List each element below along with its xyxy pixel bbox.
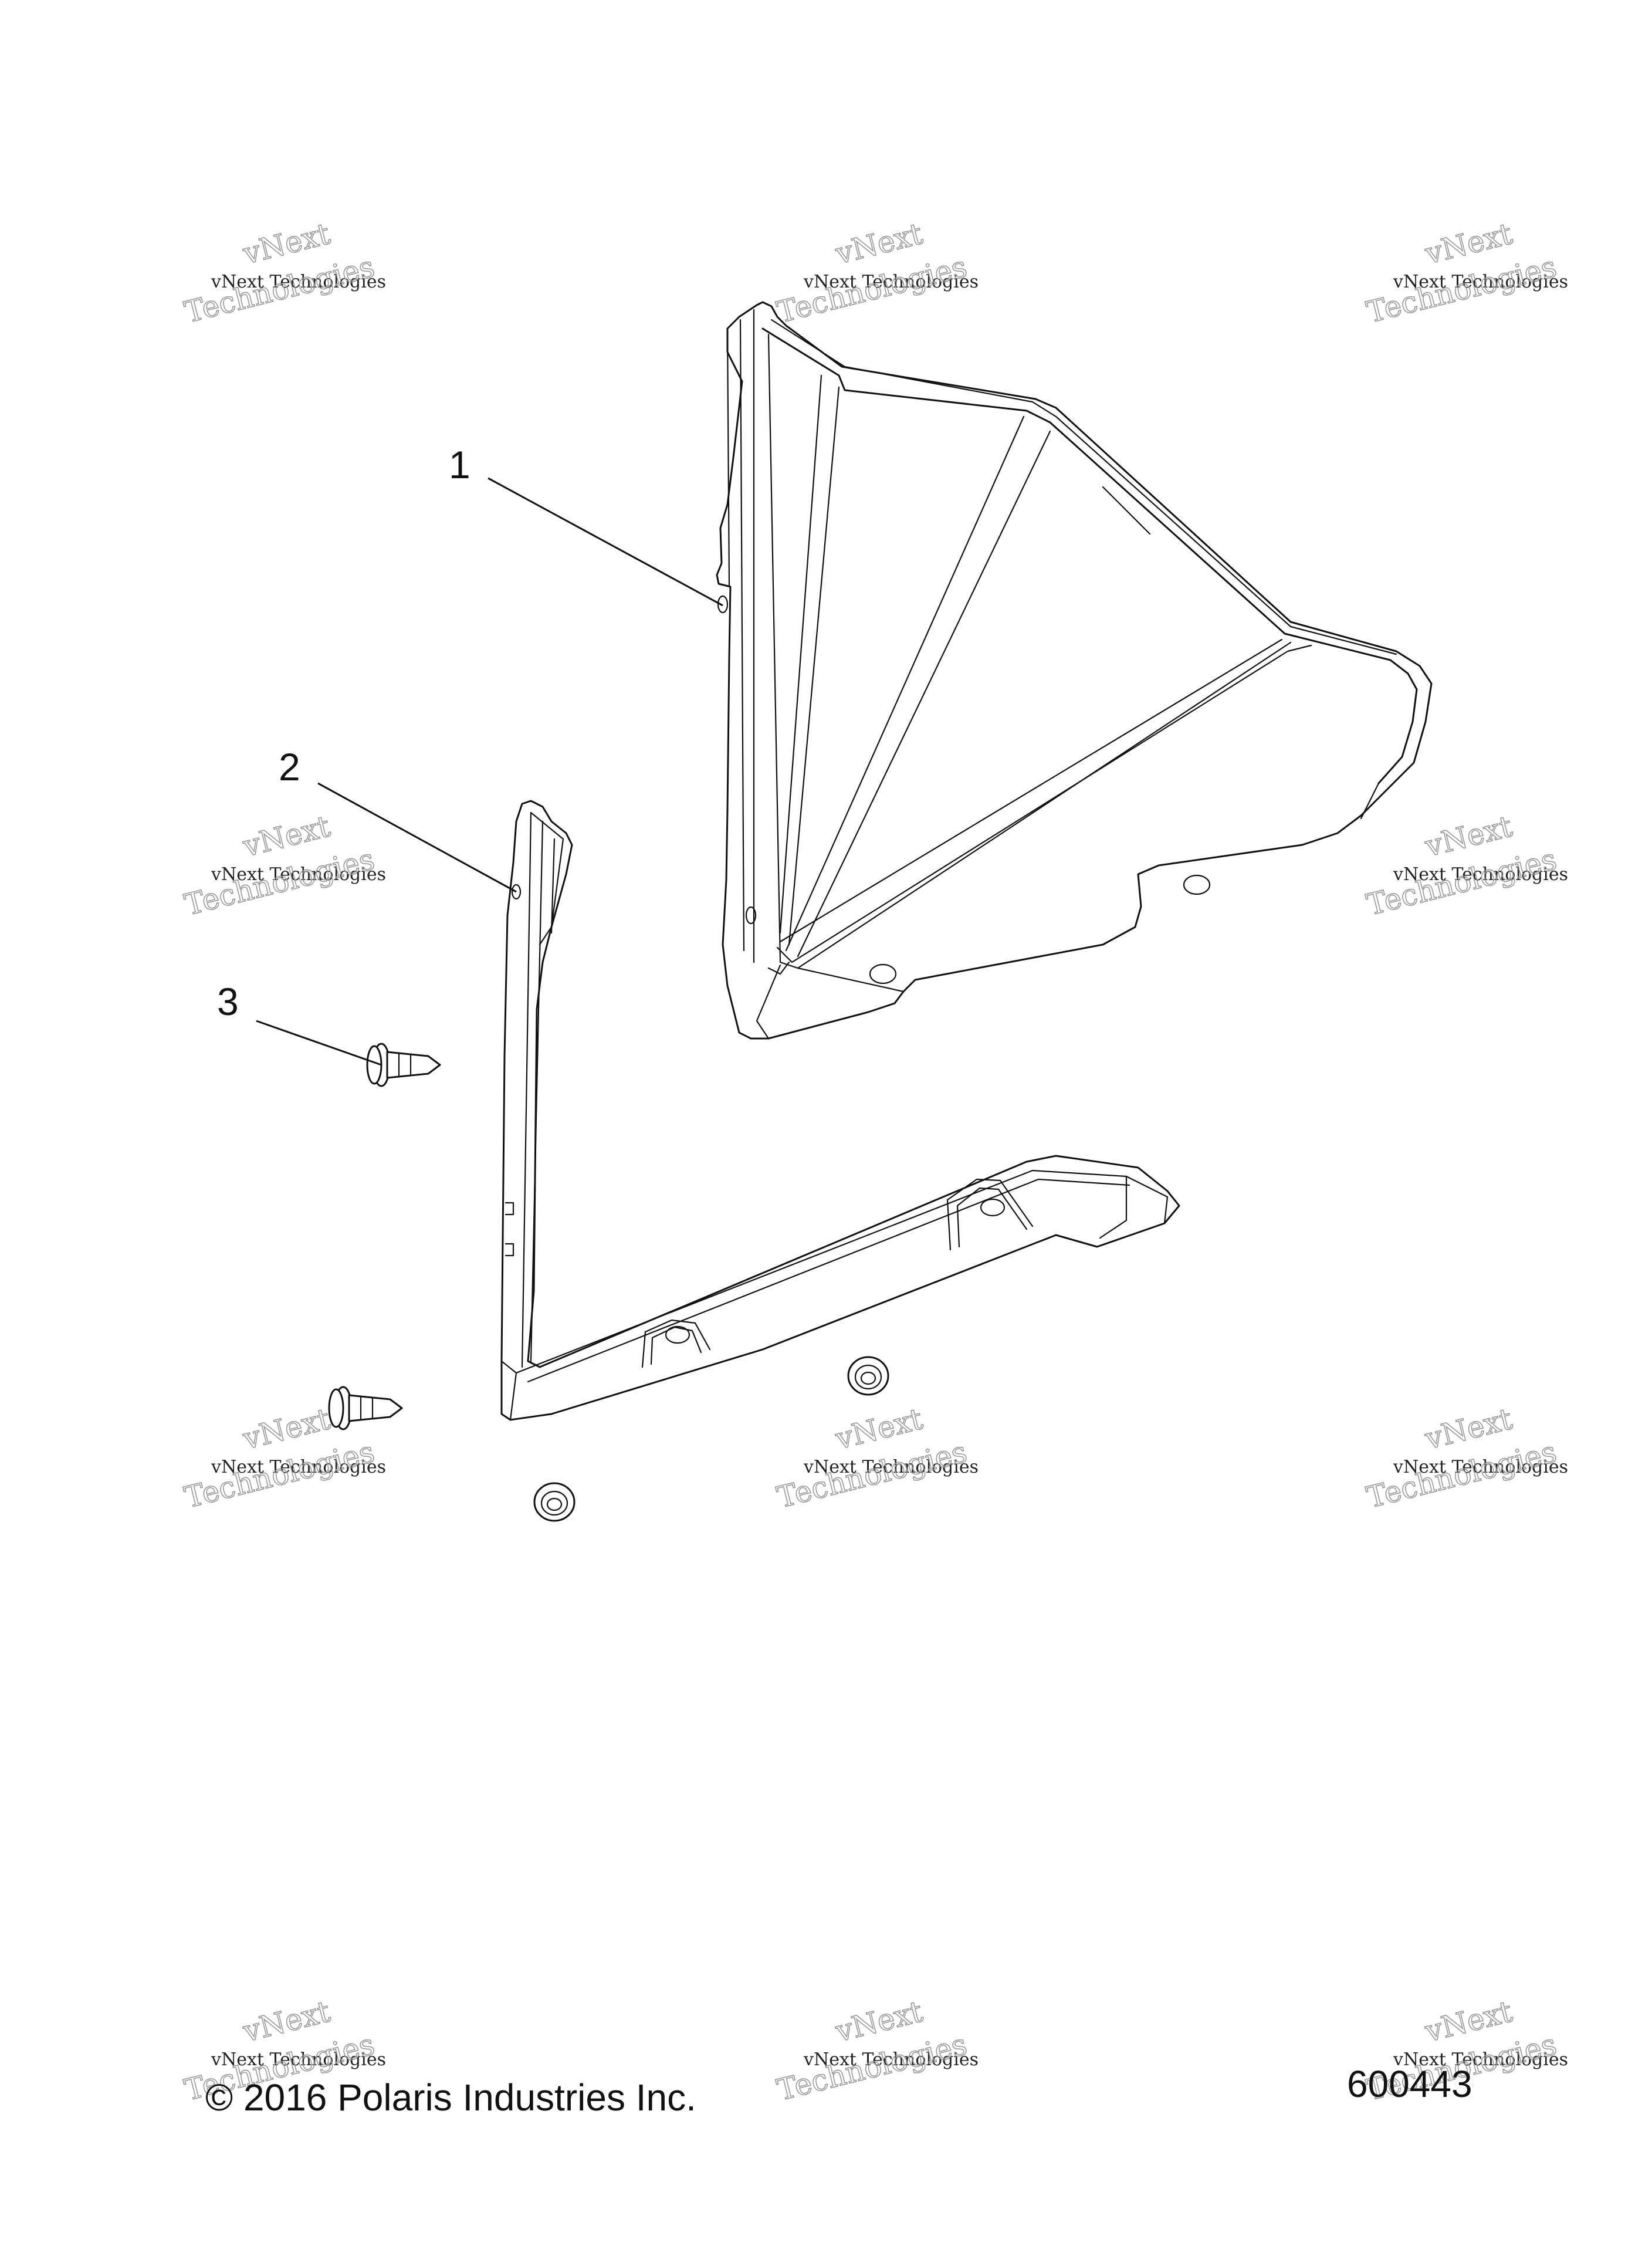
watermark: vNext vNext Technologies Technologies <box>181 808 386 922</box>
watermark: vNext vNext Technologies Technologies <box>773 1994 979 2107</box>
nut <box>847 1356 889 1396</box>
svg-text:vNext Technologies: vNext Technologies <box>1393 2049 1568 2070</box>
svg-text:vNext Technologies: vNext Technologies <box>803 1457 979 1477</box>
push-rivet <box>328 1386 403 1430</box>
svg-text:vNext Technologies: vNext Technologies <box>211 1457 386 1477</box>
watermark: vNext vNext Technologies Technologies <box>1363 1401 1568 1515</box>
svg-text:vNext Technologies: vNext Technologies <box>803 2049 979 2070</box>
trim-bracket <box>500 800 1180 1421</box>
svg-text:3: 3 <box>217 980 239 1023</box>
windshield-panel <box>716 301 1433 1040</box>
figure-number: 600443 <box>1347 2063 1472 2105</box>
watermark: vNext vNext Technologies Technologies <box>181 216 386 330</box>
svg-text:vNext Technologies: vNext Technologies <box>1393 1457 1568 1477</box>
svg-text:vNext Technologies: vNext Technologies <box>211 864 386 885</box>
copyright-notice: © 2016 Polaris Industries Inc. <box>205 2076 696 2119</box>
push-rivet <box>366 1043 441 1087</box>
svg-text:vNext Technologies: vNext Technologies <box>803 272 979 292</box>
nut <box>533 1482 576 1522</box>
watermark: vNext vNext Technologies Technologies <box>773 1401 979 1515</box>
svg-text:vNext Technologies: vNext Technologies <box>211 272 386 292</box>
svg-text:1: 1 <box>449 443 470 486</box>
watermark: vNext vNext Technologies Technologies <box>1363 808 1568 922</box>
svg-text:vNext Technologies: vNext Technologies <box>1393 272 1568 292</box>
svg-text:2: 2 <box>279 745 300 789</box>
svg-text:vNext Technologies: vNext Technologies <box>211 2049 386 2070</box>
callout-2: 2 <box>279 745 517 893</box>
watermark: vNext vNext Technologies Technologies <box>1363 216 1568 330</box>
svg-text:vNext Technologies: vNext Technologies <box>1393 864 1568 885</box>
watermark: vNext vNext Technologies Technologies <box>1363 1994 1568 2107</box>
callout-3: 3 <box>217 980 382 1066</box>
callout-1: 1 <box>449 443 723 607</box>
watermark: vNext vNext Technologies Technologies <box>773 216 979 330</box>
